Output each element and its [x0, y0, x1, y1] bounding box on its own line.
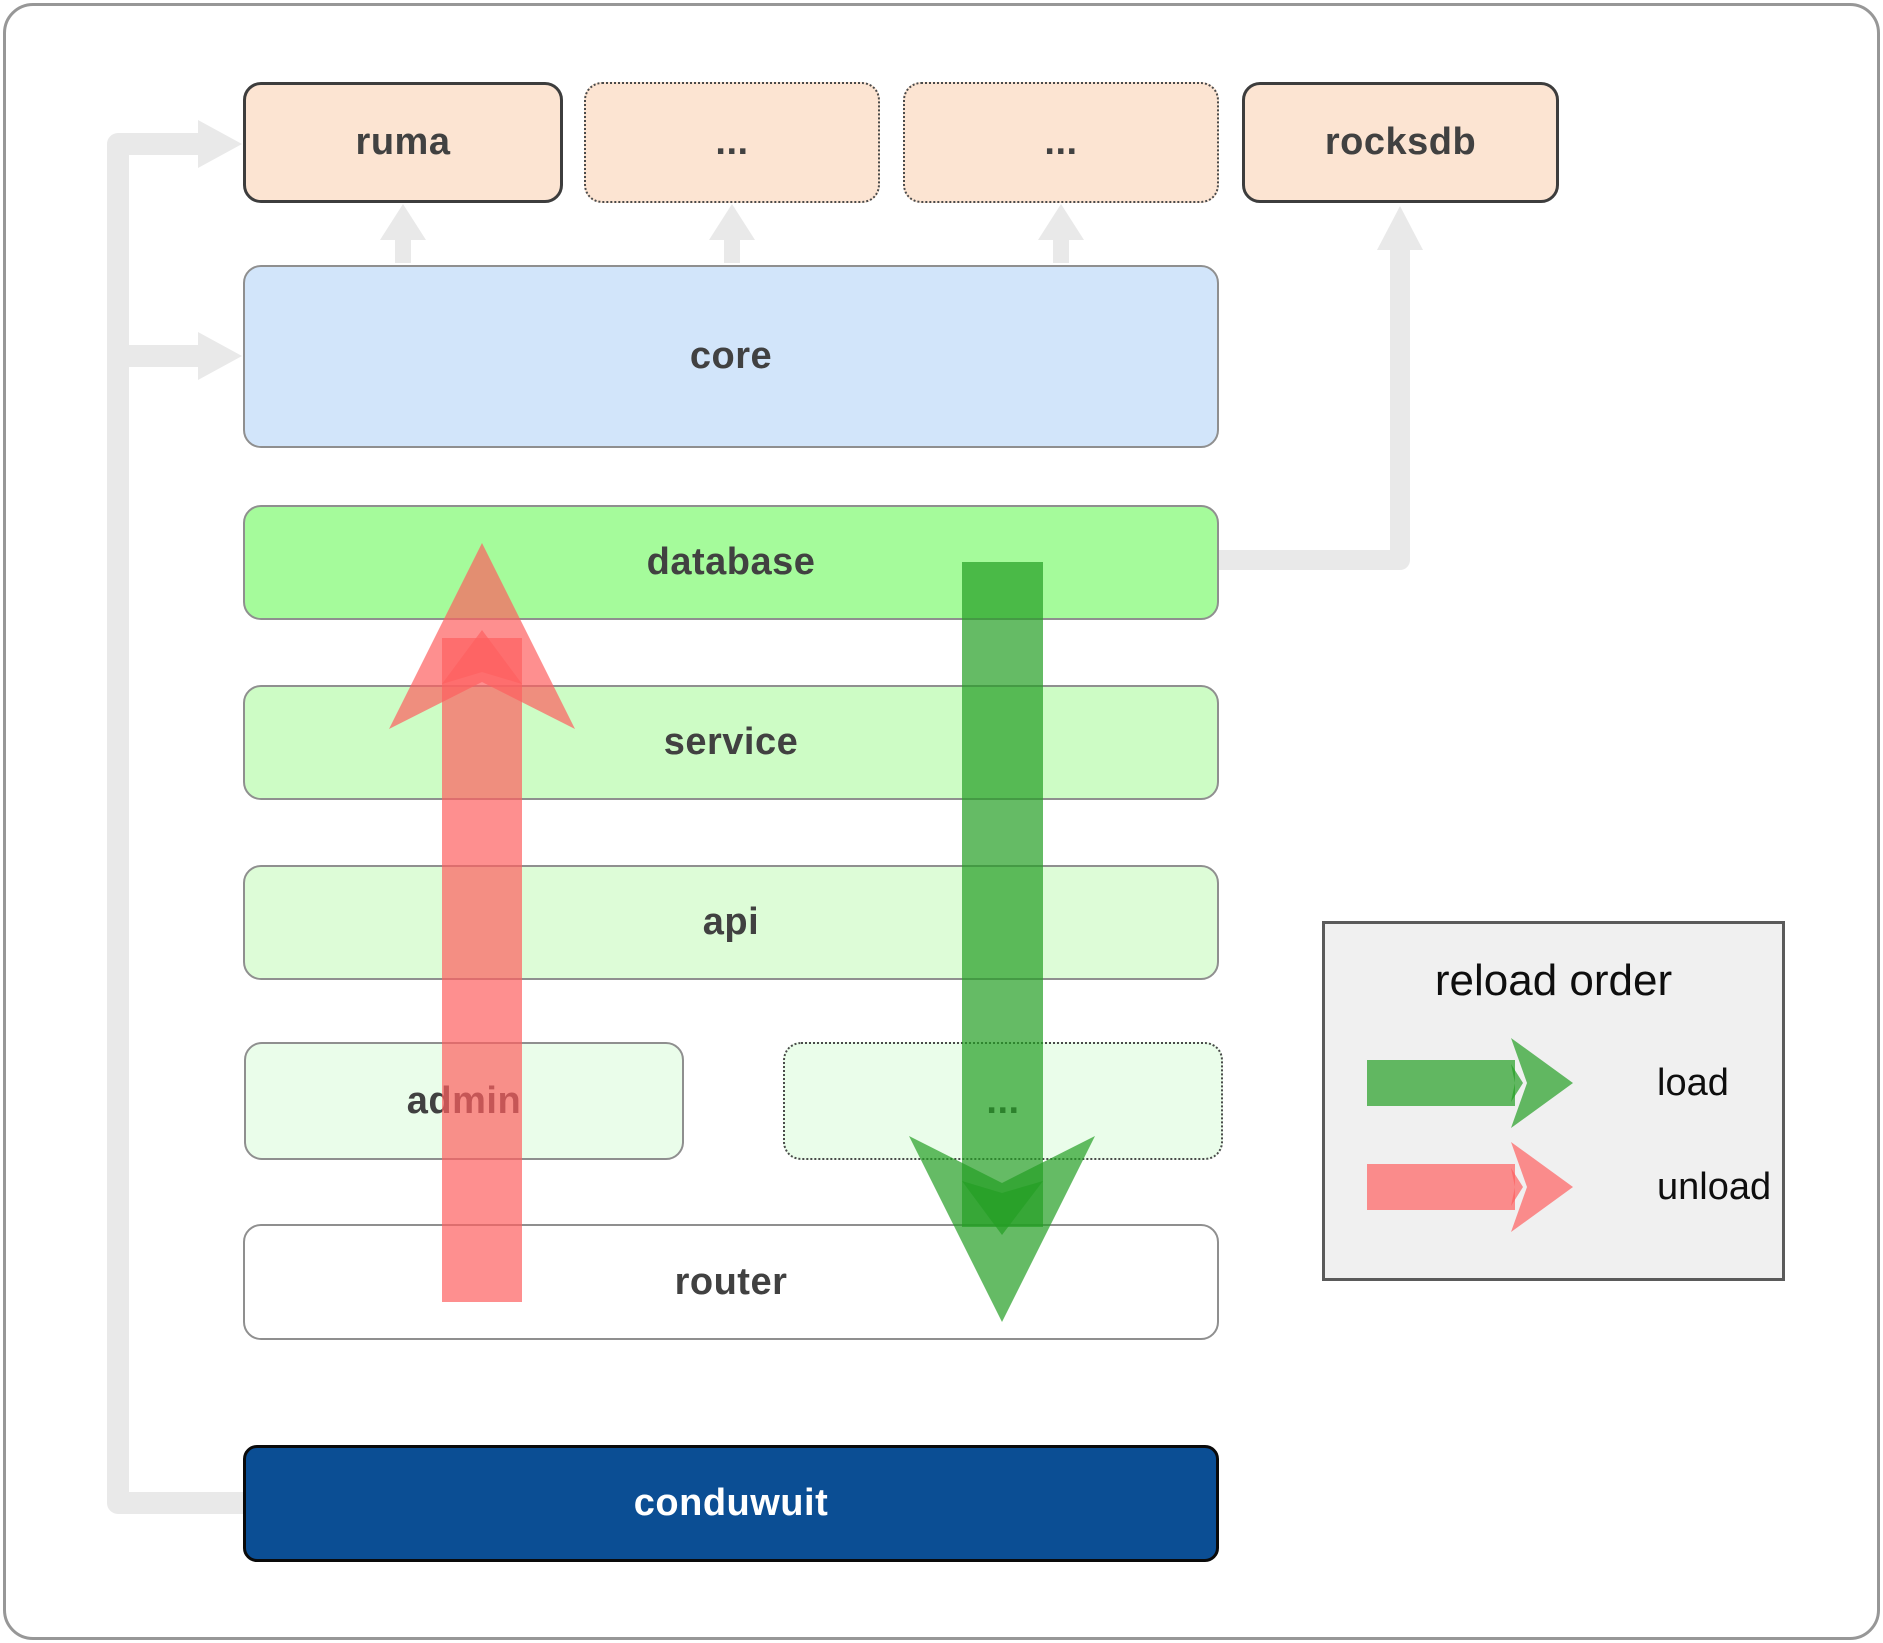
legend-row-load: load — [1359, 1028, 1729, 1138]
box-ruma-label: ruma — [355, 121, 451, 163]
legend-unload-label: unload — [1657, 1165, 1772, 1208]
box-ellipsis-1: ... — [584, 82, 880, 203]
legend-row-unload: unload — [1359, 1132, 1771, 1242]
box-ellipsis-3: ... — [783, 1042, 1223, 1160]
legend-load-label: load — [1657, 1061, 1729, 1104]
box-ellipsis-1-label: ... — [715, 121, 749, 163]
box-ruma: ruma — [243, 82, 563, 203]
box-ellipsis-2-label: ... — [1044, 121, 1078, 163]
box-router-label: router — [674, 1260, 788, 1303]
box-rocksdb: rocksdb — [1242, 82, 1559, 203]
box-database: database — [243, 505, 1219, 620]
box-admin: admin — [244, 1042, 684, 1160]
box-ellipsis-2: ... — [903, 82, 1219, 203]
outer-frame — [3, 3, 1880, 1640]
box-core-label: core — [689, 335, 773, 377]
box-admin-label: admin — [406, 1079, 522, 1122]
box-router: router — [243, 1224, 1219, 1340]
box-service: service — [243, 685, 1219, 800]
box-conduwuit: conduwuit — [243, 1445, 1219, 1562]
box-api-label: api — [702, 901, 760, 943]
box-service-label: service — [663, 721, 799, 763]
legend-reload-order: reload order load unload — [1322, 921, 1785, 1281]
legend-title: reload order — [1434, 956, 1673, 1005]
unload-arrow-legend-icon — [1367, 1142, 1573, 1232]
box-conduwuit-label: conduwuit — [633, 1482, 829, 1524]
box-rocksdb-label: rocksdb — [1324, 121, 1477, 163]
box-database-label: database — [646, 541, 816, 583]
box-ellipsis-3-label: ... — [986, 1079, 1020, 1122]
box-core: core — [243, 265, 1219, 448]
load-arrow-legend-icon — [1367, 1038, 1573, 1128]
box-api: api — [243, 865, 1219, 980]
